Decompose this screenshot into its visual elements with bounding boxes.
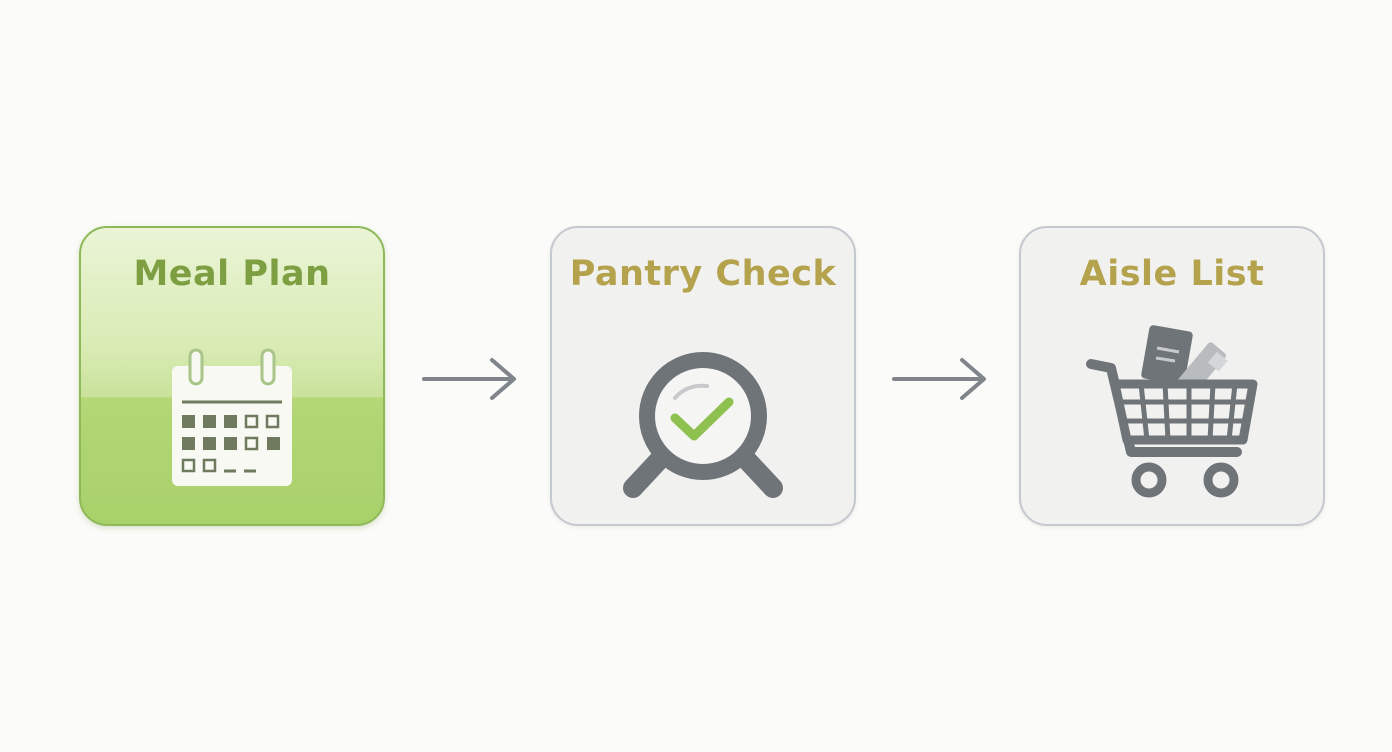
step-meal-plan: Meal Plan [79,226,385,526]
magnifier-check-icon [623,352,783,498]
calendar-icon [172,348,292,486]
step-title-pantry-check: Pantry Check [569,254,837,294]
shopping-cart-icon [1086,325,1258,498]
arrow-right-icon [422,358,516,400]
step-pantry-check: Pantry Check [550,226,856,526]
step-title-aisle-list: Aisle List [1079,254,1265,294]
step-aisle-list: Aisle List [1019,226,1325,526]
step-title-meal-plan: Meal Plan [133,254,331,294]
arrow-right-icon [892,358,986,400]
